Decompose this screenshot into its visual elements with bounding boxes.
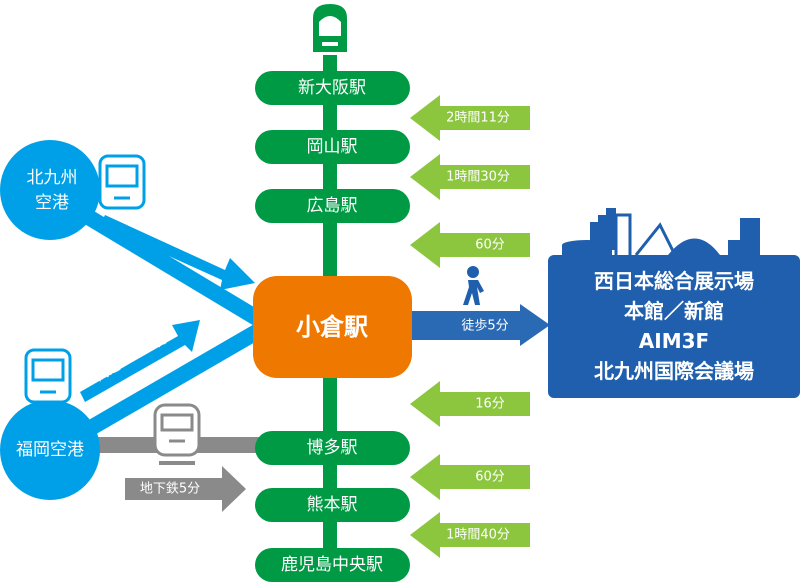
duration-label: 60分 <box>475 238 505 253</box>
station-hiroshima: 広島駅 <box>307 196 358 216</box>
venue-line: 本館／新館 <box>624 299 724 323</box>
walk-arrow <box>412 304 550 346</box>
subway-label: 地下鉄5分 <box>140 482 200 497</box>
bus-icon <box>98 154 146 210</box>
venue-box <box>548 255 800 398</box>
duration-label: 2時間11分 <box>446 111 510 126</box>
duration-label: 1時間40分 <box>446 528 510 543</box>
stations-south: 博多駅 熊本駅 鹿児島中央駅 <box>255 431 410 582</box>
shinkansen-icon <box>313 4 347 52</box>
hub-kokura <box>253 276 412 378</box>
bus-icon <box>24 348 72 404</box>
airport-fukuoka <box>0 400 100 500</box>
walk-label: 徒歩5分 <box>461 319 508 334</box>
station-okayama: 岡山駅 <box>307 137 358 157</box>
airport-routes: 高速バス35分 高速バス80分 <box>55 193 265 447</box>
venue-line: 西日本総合展示場 <box>594 269 754 293</box>
venue-line: 北九州国際会議場 <box>594 359 754 383</box>
duration-label: 16分 <box>475 397 505 412</box>
hub-label: 小倉駅 <box>296 313 368 341</box>
duration-arrows: 2時間11分 1時間30分 60分 16分 60分 1時間40分 <box>410 95 530 558</box>
station-shin-osaka: 新大阪駅 <box>298 78 366 98</box>
stations-north: 新大阪駅 岡山駅 広島駅 <box>255 71 410 223</box>
walker-icon <box>463 266 484 305</box>
venue-line: AIM3F <box>639 329 709 353</box>
station-kagoshima-chuo: 鹿児島中央駅 <box>281 555 383 575</box>
airport-kitakyushu <box>0 140 100 240</box>
duration-label: 60分 <box>475 470 505 485</box>
station-kumamoto: 熊本駅 <box>307 495 358 515</box>
bus-arrow-fukuoka <box>80 320 200 402</box>
subway-arrow <box>125 466 246 512</box>
airport-kitakyushu-label: 北九州 <box>27 168 78 188</box>
train-icon <box>153 403 201 465</box>
bus-arrow-kitakyushu <box>100 215 255 290</box>
airport-fukuoka-label: 福岡空港 <box>16 440 84 460</box>
station-hakata: 博多駅 <box>307 438 358 458</box>
duration-label: 1時間30分 <box>446 170 510 185</box>
airport-kitakyushu-label-2: 空港 <box>35 193 69 213</box>
